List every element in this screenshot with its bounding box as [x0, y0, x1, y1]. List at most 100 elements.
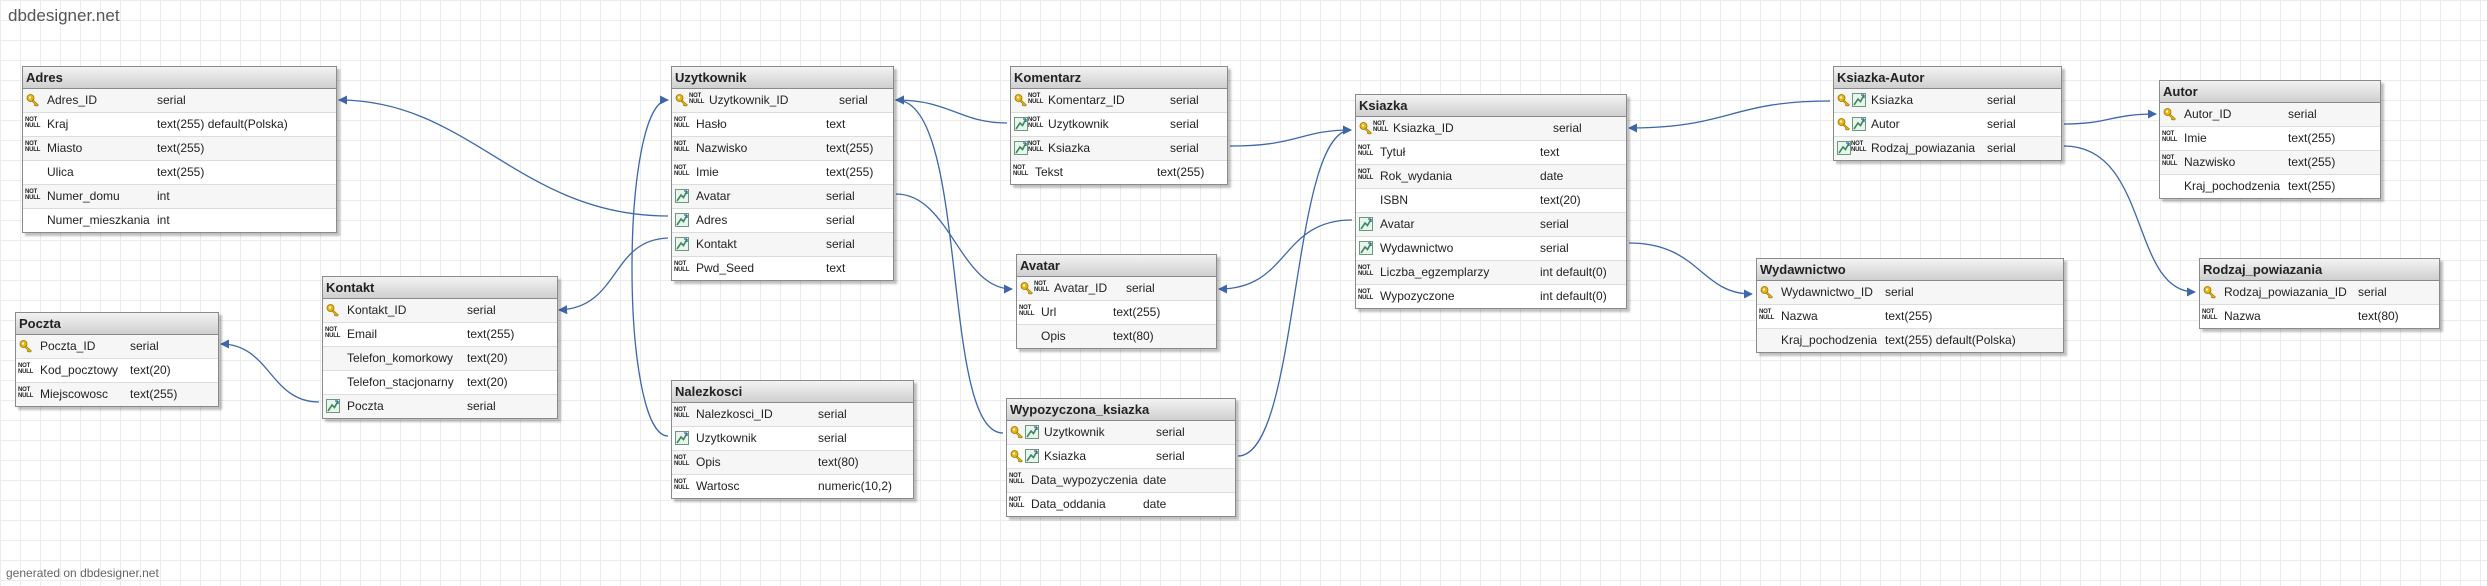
column-type: serial — [1987, 93, 2016, 107]
key-icon — [1020, 282, 1033, 295]
column-name: Pwd_Seed — [696, 261, 755, 275]
column-name: Numer_domu — [47, 189, 120, 203]
column-type: text — [826, 117, 846, 131]
table-title: Kontakt — [323, 277, 557, 299]
key-icon — [2163, 108, 2176, 121]
key-icon — [1359, 122, 1372, 135]
foreign-key-icon — [675, 189, 689, 203]
column-name: Numer_mieszkania — [47, 213, 150, 227]
column-name: Avatar_ID — [1054, 281, 1108, 295]
column-name: Rodzaj_powiazania — [1871, 141, 1976, 155]
column-name: Opis — [696, 455, 721, 469]
column-name: Miasto — [47, 141, 83, 155]
key-icon — [675, 94, 688, 107]
table-title: Avatar — [1017, 255, 1216, 277]
link-nalezkosci-uzytkownik — [631, 95, 669, 437]
link-uzytkownik-avatar — [895, 193, 1013, 294]
column-name: Kraj — [47, 117, 69, 131]
table-title: Rodzaj_powiazania — [2200, 259, 2439, 281]
column-type: text(255) — [2288, 155, 2336, 169]
column-type: text(255) — [467, 327, 515, 341]
key-icon — [326, 304, 339, 317]
column-type: text(80) — [818, 455, 859, 469]
